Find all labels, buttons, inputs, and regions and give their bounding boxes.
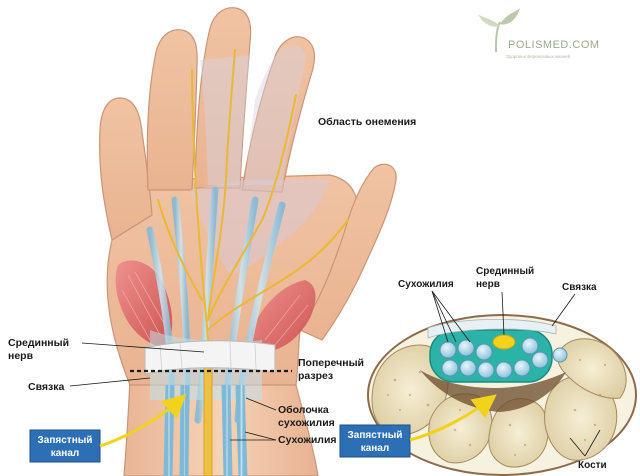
median-nerve-label-line2: нерв [8, 350, 34, 362]
cross-section-illustration [367, 314, 637, 476]
cross-section-labels: Сухожилия Срединный нерв Связка Кости За… [339, 266, 607, 471]
ligament-label: Связка [28, 381, 65, 393]
cs-median-nerve-label-line1: Срединный [476, 266, 534, 277]
cross-section-label-line1: Поперечный [298, 357, 364, 369]
hand-illustration [99, 7, 397, 476]
cs-bones-label: Кости [578, 460, 607, 471]
median-nerve-label-line1: Срединный [8, 337, 69, 349]
median-nerve-dot [492, 334, 516, 350]
cs-carpal-tunnel-callout: Запястный канал [339, 394, 497, 458]
cs-ligament-label: Связка [562, 282, 597, 293]
cs-median-nerve-label-line2: нерв [476, 279, 500, 290]
logo-name: POLISMED.COM [508, 39, 600, 51]
numb-area-label: Область онемения [318, 116, 416, 128]
cross-section-label-line2: разрез [298, 370, 333, 382]
cs-carpal-tunnel-label-line2: канал [361, 443, 390, 454]
cs-tendons-label: Сухожилия [398, 279, 454, 290]
callout-arrow [99, 393, 187, 448]
carpal-tunnel-label-line2: канал [51, 448, 80, 459]
tendon-sheath-label-line1: Оболочка [278, 404, 329, 416]
carpal-tunnel-label-line1: Запястный [38, 435, 93, 446]
tendons-label: Сухожилия [278, 434, 337, 446]
logo: POLISMED.COM Здоровье Бережливых жизней [470, 6, 635, 70]
leaf-icon [478, 8, 520, 53]
tendon-sheath-label-line2: сухожилия [278, 417, 335, 429]
hand-labels: Область онемения Срединный нерв Связка П… [8, 116, 416, 463]
logo-tagline: Здоровье Бережливых жизней [506, 53, 571, 59]
cs-callout-arrow [409, 394, 497, 442]
carpal-tunnel-callout: Запястный канал [29, 393, 187, 463]
cs-carpal-tunnel-label-line1: Запястный [348, 430, 403, 441]
